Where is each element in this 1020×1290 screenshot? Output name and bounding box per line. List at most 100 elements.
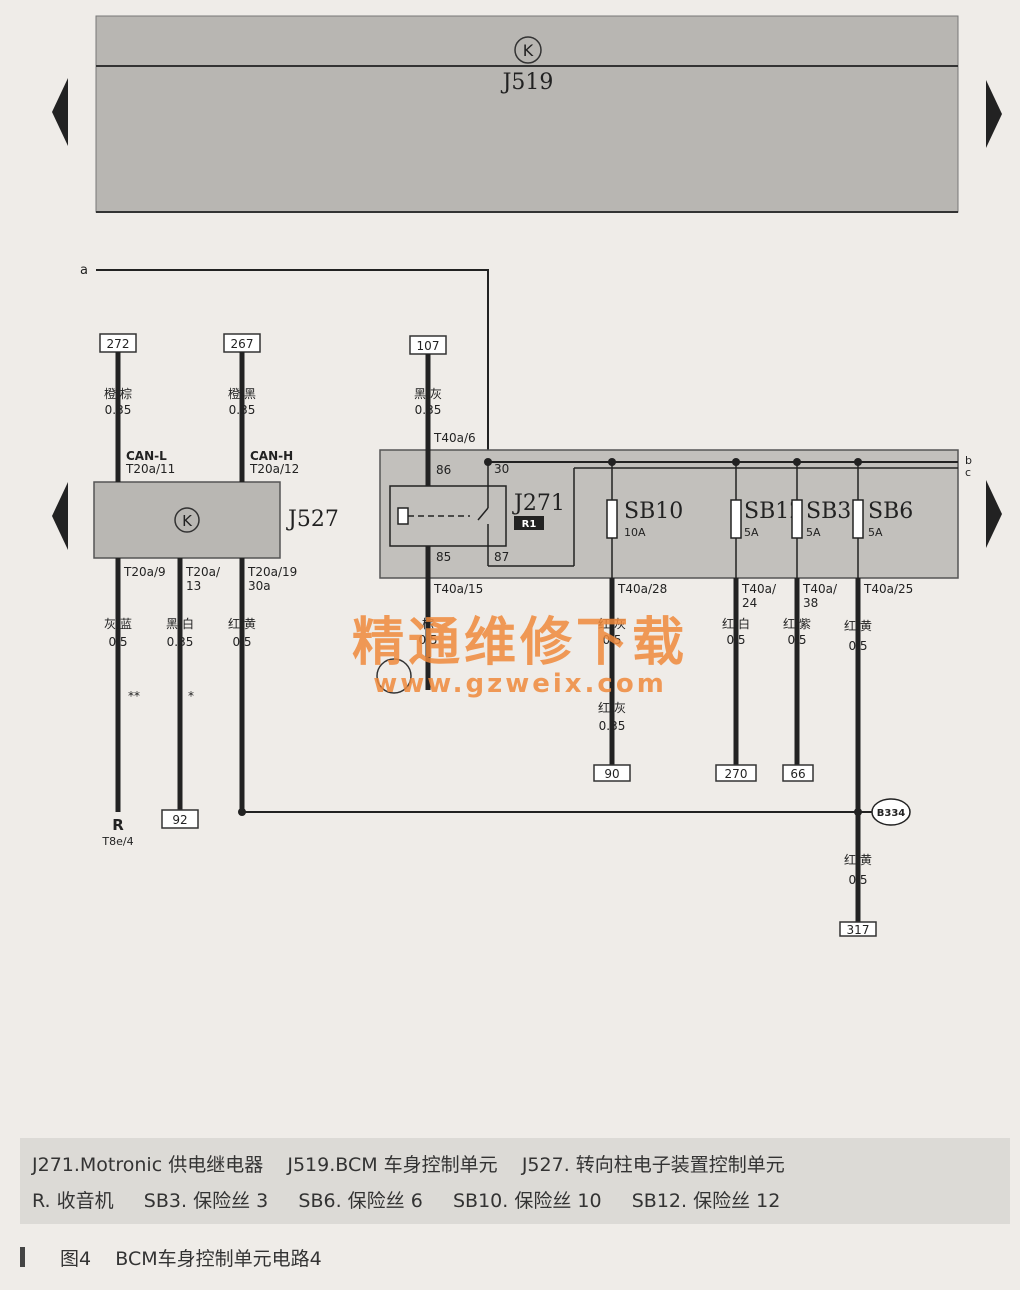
fuse-sb12: SB12 5A T40a/ 24 红/白 0.5 270: [715, 458, 803, 782]
ref-272: 272: [107, 337, 130, 351]
wire-size: 0.35: [415, 403, 442, 417]
footnote-mark: *: [188, 689, 194, 703]
wire-color-2: 红/黄: [844, 852, 872, 867]
relay-switch-icon: [477, 507, 489, 521]
ref-66: 66: [790, 767, 805, 781]
can-l-label: CAN-L: [126, 449, 167, 463]
fuse-rating: 5A: [806, 526, 821, 539]
j527-wire-19: T20a/19 30a 红/黄 0.5: [228, 558, 880, 816]
pin-label: T40a/: [802, 582, 838, 596]
fuse-name: SB6: [868, 499, 913, 524]
fuse-icon: [730, 499, 742, 539]
wire-a: a: [80, 263, 489, 462]
j527-wire-9: T20a/9 灰/蓝 0.5 ** R T8e/4: [101, 558, 166, 848]
line-b-label: b: [965, 454, 972, 467]
legend-line-2: R. 收音机 SB3. 保险丝 3 SB6. 保险丝 6 SB10. 保险丝 1…: [32, 1190, 781, 1212]
j271-relay: 30 87 86 85 J271 R1: [389, 458, 574, 567]
can-h-label: CAN-H: [250, 449, 293, 463]
wire-size-2: 0.35: [599, 719, 626, 733]
pin-label-2: 38: [803, 596, 818, 610]
wiring-diagram: K J519 a K J527 272 橙/棕 0.35 CAN-L T20a/…: [52, 15, 1002, 937]
line-c-label: c: [965, 466, 971, 479]
splice-b334: [871, 798, 911, 826]
pin-label: T40a/28: [617, 582, 667, 596]
pin-label: T20a/9: [123, 565, 166, 579]
wire-color: 红/黄: [844, 618, 872, 633]
j519-label: J519: [501, 70, 554, 95]
fuse-rating: 5A: [868, 526, 883, 539]
j519-symbol: K: [523, 41, 534, 60]
splice-label: B334: [877, 808, 906, 819]
wire-color: 红/紫: [783, 616, 811, 631]
can-l-wire: 272 橙/棕 0.35 CAN-L T20a/11: [99, 333, 175, 482]
pin-label: T40a/15: [433, 582, 483, 596]
fuse-sb3: SB3 5A T40a/ 38 红/紫 0.5 66: [782, 458, 851, 782]
ref-267: 267: [231, 337, 254, 351]
terminal-87: 87: [494, 550, 509, 564]
wire-size: 0.5: [726, 633, 745, 647]
pin-label: T20a/11: [125, 462, 175, 476]
wire-color: 棕: [422, 616, 434, 631]
page-right-arrow-icon-2[interactable]: [986, 480, 1002, 548]
ref-270: 270: [725, 767, 748, 781]
radio-connector: T8e/4: [101, 835, 133, 848]
k-symbol-icon-2: [174, 507, 200, 533]
terminal-85: 85: [436, 550, 451, 564]
footnote-mark: **: [128, 689, 140, 703]
pin-label-2: 13: [186, 579, 201, 593]
pin-label: T20a/12: [249, 462, 299, 476]
pin-label: T20a/: [185, 565, 221, 579]
line-a-label: a: [80, 263, 88, 278]
j527-module: K J527: [93, 481, 339, 559]
wire-size: 0.5: [602, 633, 621, 647]
fuse-icon: [606, 499, 618, 539]
k-symbol-icon: [514, 36, 542, 64]
pin-label: T40a/: [741, 582, 777, 596]
page-left-arrow-icon-2[interactable]: [52, 482, 68, 550]
wire-size: 0.5: [108, 635, 127, 649]
can-h-wire: 267 橙/黑 0.35 CAN-H T20a/12: [223, 333, 299, 482]
radio-label: R: [112, 816, 124, 834]
wire-size: 0.5: [787, 633, 806, 647]
wire-color: 橙/棕: [104, 386, 132, 401]
j519-module: K J519: [95, 15, 959, 213]
wire-color: 黑/白: [166, 616, 194, 631]
j527-symbol: K: [182, 512, 193, 530]
wire-color: 红/黄: [228, 616, 256, 631]
caption-bar: [20, 1247, 25, 1267]
terminal-86: 86: [436, 463, 451, 477]
wire-size: 0.5: [418, 633, 437, 647]
fuse-icon: [791, 499, 803, 539]
j271-badge: R1: [522, 519, 537, 530]
wire-color: 黑/灰: [414, 387, 442, 401]
watermark: 精通维修下载 www.gzweix.com: [330, 600, 710, 699]
fuse-rating: 10A: [624, 526, 646, 539]
wire-107: 107 黑/灰 0.35 T40a/6 T40a/15 棕 0.5: [376, 335, 483, 694]
fuse-rating: 5A: [744, 526, 759, 539]
ground-point-icon: [376, 658, 412, 694]
relay-coil-icon: [397, 507, 409, 525]
wire-size: 0.35: [167, 635, 194, 649]
wire-size: 0.5: [232, 635, 251, 649]
pin-label: T40a/6: [433, 431, 476, 445]
ref-92: 92: [172, 813, 187, 827]
fuse-name: SB3: [806, 499, 851, 524]
page-left-arrow-icon[interactable]: [52, 78, 68, 146]
fuse-name: SB10: [624, 499, 683, 524]
fuse-icon: [852, 499, 864, 539]
wire-size: 0.35: [229, 403, 256, 417]
caption-text: 图4 BCM车身控制单元电路4: [60, 1248, 322, 1270]
wire-color-2: 红/灰: [598, 700, 626, 715]
j271-label: J271: [512, 491, 565, 516]
wire-color: 红/白: [722, 616, 750, 631]
ref-107: 107: [417, 339, 440, 353]
fuse-sb10: SB10 10A T40a/28 红/灰 0.5 红/灰 0.35 90: [593, 458, 683, 782]
ref-90: 90: [604, 767, 619, 781]
wire-size: 0.5: [848, 639, 867, 653]
ref-317: 317: [847, 923, 870, 937]
pin-label-2: 24: [742, 596, 757, 610]
page-right-arrow-icon[interactable]: [986, 80, 1002, 148]
wire-color: 橙/黑: [228, 386, 256, 401]
j527-label: J527: [286, 507, 339, 532]
terminal-30: 30: [494, 462, 509, 476]
